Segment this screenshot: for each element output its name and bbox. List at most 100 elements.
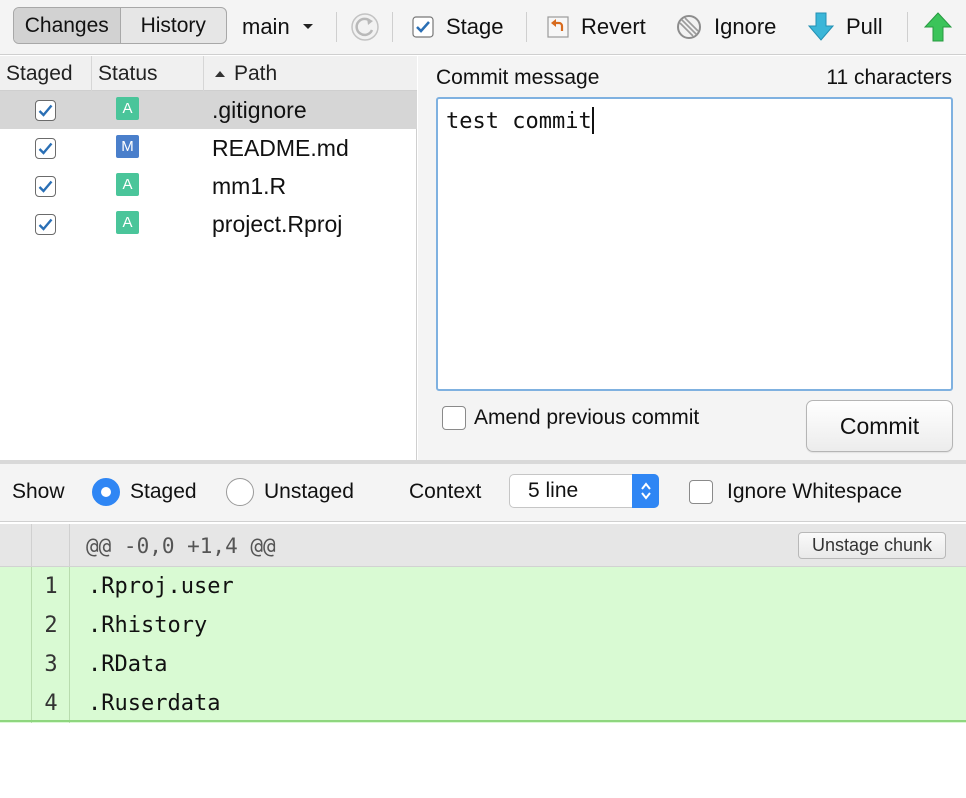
line-text: .Rhistory bbox=[88, 613, 208, 638]
radio-selected-icon bbox=[92, 478, 120, 506]
file-row[interactable]: A mm1.R bbox=[0, 167, 417, 205]
commit-button[interactable]: Commit bbox=[806, 400, 953, 452]
line-text: .Rproj.user bbox=[88, 574, 234, 599]
file-row[interactable]: M README.md bbox=[0, 129, 417, 167]
status-added-badge: A bbox=[116, 97, 139, 120]
show-unstaged-radio[interactable]: Unstaged bbox=[226, 464, 354, 520]
pane-splitter[interactable] bbox=[0, 460, 966, 464]
diff-line-added[interactable]: 2 .Rhistory bbox=[0, 606, 966, 645]
line-text: .RData bbox=[88, 652, 168, 677]
column-header-path-label: Path bbox=[234, 61, 278, 85]
context-select-value: 5 line bbox=[528, 479, 579, 502]
column-header-status[interactable]: Status bbox=[92, 56, 204, 91]
show-label: Show bbox=[12, 480, 65, 503]
git-toolbar: Changes History main Stage Revert Ignore bbox=[0, 0, 966, 55]
branch-dropdown[interactable]: main bbox=[242, 8, 314, 46]
toolbar-separator bbox=[336, 12, 337, 42]
diff-gutter-old bbox=[0, 567, 32, 606]
line-number: 1 bbox=[44, 574, 58, 599]
revert-label: Revert bbox=[581, 14, 646, 39]
diff-gutter-old bbox=[0, 684, 32, 723]
refresh-button[interactable] bbox=[350, 8, 380, 46]
diff-view: @@ -0,0 +1,4 @@ Unstage chunk 1 .Rproj.u… bbox=[0, 524, 966, 723]
chunk-header: @@ -0,0 +1,4 @@ Unstage chunk bbox=[0, 524, 966, 567]
diff-line-added[interactable]: 3 .RData bbox=[0, 645, 966, 684]
diff-gutter-new bbox=[32, 567, 70, 606]
text-caret bbox=[591, 107, 594, 134]
sort-ascending-icon bbox=[214, 70, 226, 78]
radio-unselected-icon bbox=[226, 478, 254, 506]
line-number: 3 bbox=[44, 652, 58, 677]
file-path: mm1.R bbox=[212, 172, 287, 199]
context-select[interactable]: 5 line bbox=[509, 474, 659, 508]
stage-label: Stage bbox=[446, 14, 504, 39]
amend-label: Amend previous commit bbox=[474, 406, 700, 429]
pull-label: Pull bbox=[846, 14, 883, 39]
ignore-whitespace-checkbox[interactable] bbox=[689, 480, 713, 504]
ignore-button[interactable]: Ignore bbox=[676, 8, 776, 46]
staged-checkbox[interactable] bbox=[35, 100, 56, 121]
revert-icon bbox=[547, 16, 569, 38]
diff-end-border bbox=[0, 720, 966, 722]
diff-gutter-old bbox=[0, 606, 32, 645]
diff-gutter-old bbox=[0, 524, 32, 566]
pull-button[interactable]: Pull bbox=[808, 8, 883, 46]
ignore-whitespace-label: Ignore Whitespace bbox=[727, 480, 903, 503]
context-label: Context bbox=[409, 480, 482, 503]
diff-line-added[interactable]: 4 .Ruserdata bbox=[0, 684, 966, 723]
ignore-icon bbox=[676, 14, 702, 40]
diff-gutter-old bbox=[0, 645, 32, 684]
status-added-badge: A bbox=[116, 173, 139, 196]
select-arrows-icon bbox=[632, 474, 659, 508]
staged-radio-label: Staged bbox=[130, 480, 197, 503]
file-path: README.md bbox=[212, 134, 349, 161]
ignore-label: Ignore bbox=[714, 14, 777, 39]
show-staged-radio[interactable]: Staged bbox=[92, 464, 197, 520]
revert-button[interactable]: Revert bbox=[547, 8, 646, 46]
stage-button[interactable]: Stage bbox=[412, 8, 504, 46]
staged-checkbox[interactable] bbox=[35, 176, 56, 197]
unstage-chunk-button[interactable]: Unstage chunk bbox=[798, 532, 946, 559]
view-switcher: Changes History bbox=[13, 7, 227, 44]
amend-checkbox[interactable] bbox=[442, 406, 466, 430]
ignore-whitespace-option[interactable]: Ignore Whitespace bbox=[689, 464, 902, 520]
file-row[interactable]: A project.Rproj bbox=[0, 205, 417, 243]
file-path: .gitignore bbox=[212, 96, 307, 123]
diff-gutter-new bbox=[32, 524, 70, 566]
push-button[interactable] bbox=[924, 8, 952, 46]
diff-gutter-new bbox=[32, 606, 70, 645]
file-list-header: Staged Status Path bbox=[0, 56, 417, 91]
status-added-badge: A bbox=[116, 211, 139, 234]
commit-message-label: Commit message bbox=[436, 66, 600, 89]
toolbar-separator bbox=[392, 12, 393, 42]
commit-panel: Commit message 11 characters test commit… bbox=[418, 56, 966, 460]
checkbox-checked-icon bbox=[412, 16, 434, 38]
diff-gutter-new bbox=[32, 645, 70, 684]
toolbar-separator bbox=[526, 12, 527, 42]
tab-history[interactable]: History bbox=[140, 13, 206, 37]
chunk-header-text: @@ -0,0 +1,4 @@ bbox=[86, 533, 276, 558]
column-header-path[interactable]: Path bbox=[204, 56, 417, 91]
file-path: project.Rproj bbox=[212, 210, 343, 237]
line-text: .Ruserdata bbox=[88, 691, 221, 716]
chevron-down-icon bbox=[302, 23, 314, 31]
staged-checkbox[interactable] bbox=[35, 138, 56, 159]
line-number: 2 bbox=[44, 613, 58, 638]
line-number: 4 bbox=[44, 691, 58, 716]
column-header-staged[interactable]: Staged bbox=[0, 56, 92, 91]
status-modified-badge: M bbox=[116, 135, 139, 158]
tab-changes[interactable]: Changes bbox=[14, 8, 121, 43]
commit-message-input[interactable]: test commit bbox=[436, 97, 953, 391]
pull-arrow-down-icon bbox=[808, 12, 834, 42]
diff-line-added[interactable]: 1 .Rproj.user bbox=[0, 567, 966, 606]
toolbar-separator bbox=[907, 12, 908, 42]
branch-name: main bbox=[242, 14, 290, 39]
file-row[interactable]: A .gitignore bbox=[0, 91, 417, 129]
changed-files-list: Staged Status Path A .gitignore M README… bbox=[0, 56, 417, 460]
diff-gutter-new bbox=[32, 684, 70, 723]
push-arrow-up-icon bbox=[924, 12, 952, 42]
refresh-icon bbox=[350, 12, 380, 42]
staged-checkbox[interactable] bbox=[35, 214, 56, 235]
diff-options-bar: Show Staged Unstaged Context 5 line Igno… bbox=[0, 464, 966, 522]
amend-previous-commit[interactable]: Amend previous commit bbox=[442, 406, 699, 430]
